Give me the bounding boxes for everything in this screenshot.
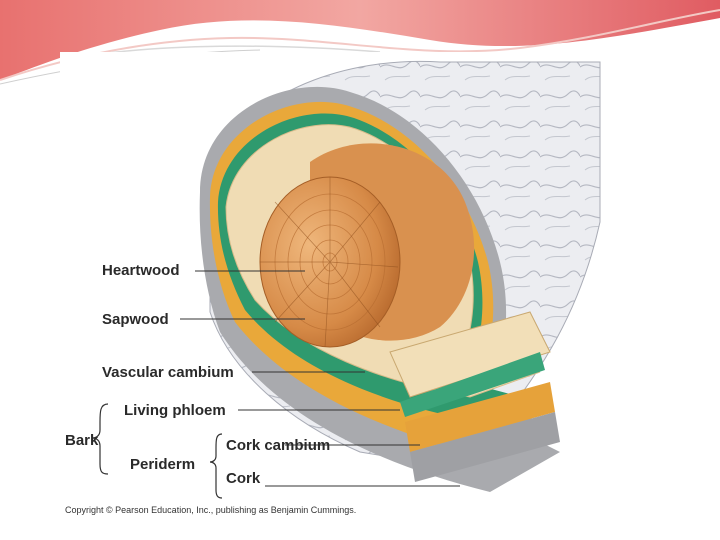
wood-rays xyxy=(260,177,399,348)
copyright-notice: Copyright © Pearson Education, Inc., pub… xyxy=(65,505,357,515)
label-living-phloem: Living phloem xyxy=(124,402,226,419)
sapwood-plank xyxy=(389,311,551,398)
label-periderm: Periderm xyxy=(130,456,196,473)
label-heartwood: Heartwood xyxy=(102,262,180,279)
periderm-brace xyxy=(209,433,223,499)
bark-brace xyxy=(91,403,109,475)
diagram-frame: Heartwood Sapwood Vascular cambium Livin… xyxy=(60,52,612,522)
label-sapwood: Sapwood xyxy=(102,311,169,328)
label-bark: Bark xyxy=(65,432,99,449)
leader-lines xyxy=(180,270,460,487)
label-cork: Cork xyxy=(226,470,261,487)
label-cork-cambium: Cork cambium xyxy=(226,437,331,454)
phloem-slab xyxy=(405,382,555,452)
tree-trunk-illustration xyxy=(91,60,601,499)
cork-slab xyxy=(410,412,560,482)
label-vascular-cambium: Vascular cambium xyxy=(102,364,234,381)
cambium-slab xyxy=(400,352,545,417)
